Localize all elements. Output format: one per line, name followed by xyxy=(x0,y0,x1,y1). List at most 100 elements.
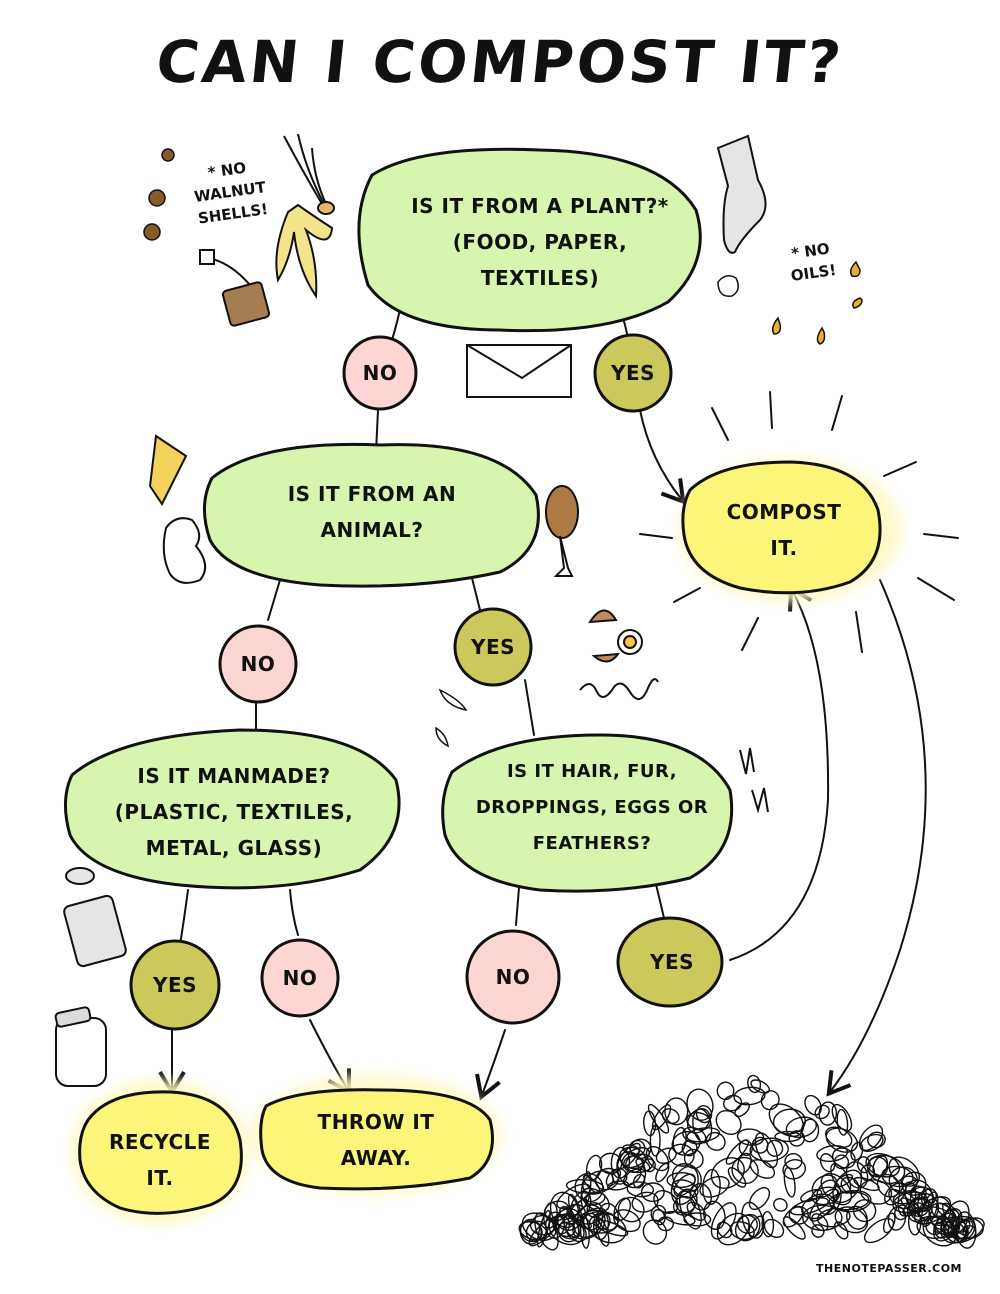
node-throw-shape xyxy=(259,1088,494,1191)
compost-scribble-loop xyxy=(559,1205,576,1226)
compost-scribble-loop xyxy=(825,1127,859,1153)
compost-scribble-loop xyxy=(664,1097,689,1126)
compost-scribble-loop xyxy=(840,1176,860,1194)
compost-scribble-loop xyxy=(705,1131,726,1151)
connector-compost-pile xyxy=(826,579,927,1097)
compost-scribble-loop xyxy=(605,1168,622,1187)
compost-scribble-loop xyxy=(945,1215,984,1240)
compost-scribble-loop xyxy=(682,1126,707,1145)
compost-scribble-loop xyxy=(790,1197,829,1216)
compost-scribble-loop xyxy=(569,1190,592,1222)
compost-scribble-loop xyxy=(582,1212,600,1231)
answer-plant-no-circle xyxy=(342,335,418,411)
compost-scribble-loop xyxy=(939,1216,968,1244)
compost-scribble-loop xyxy=(672,1195,696,1216)
compost-scribble-loop xyxy=(784,1152,803,1170)
compost-scribble-loop xyxy=(802,1204,843,1232)
compost-scribble-loop xyxy=(716,1221,733,1239)
compost-scribble-loop xyxy=(747,1074,762,1094)
compost-scribble-loop xyxy=(666,1171,696,1189)
compost-scribble-loop xyxy=(760,1090,780,1111)
node-animal-shape xyxy=(202,442,540,588)
compost-scribble-loop xyxy=(640,1182,665,1203)
sock-icon xyxy=(716,134,767,254)
connector-yes-hair xyxy=(524,679,535,736)
compost-scribble-loop xyxy=(731,1156,759,1185)
eggshell-icon xyxy=(588,609,643,663)
outcome-compost-line-2: IT. xyxy=(770,536,798,560)
compost-scribble-loop xyxy=(783,1166,796,1198)
compost-scribble-loop xyxy=(642,1219,668,1245)
compost-scribble-loop xyxy=(834,1173,854,1188)
answer-hair-yes: YES xyxy=(649,950,695,974)
compost-scribble-loop xyxy=(814,1104,830,1120)
node-manmade-line-1: IS IT MANMADE? xyxy=(137,764,331,788)
compost-scribble-loop xyxy=(900,1197,922,1214)
compost-scribble-loop xyxy=(863,1218,895,1244)
compost-scribble-loop xyxy=(621,1147,650,1169)
compost-scribble-loop xyxy=(626,1181,655,1198)
node-hair-line-3: FEATHERS? xyxy=(532,833,652,854)
node-plant-line-1: IS IT FROM A PLANT?* xyxy=(411,194,669,218)
note-oils: * NO OILS! xyxy=(786,237,838,287)
connector-no-throw-2 xyxy=(475,1029,506,1101)
compost-scribble-loop xyxy=(882,1212,896,1234)
compost-scribble-loop xyxy=(655,1162,670,1183)
compost-scribble-loop xyxy=(681,1140,698,1157)
outcome-throw: THROW IT AWAY. xyxy=(318,1104,435,1176)
compost-scribble-loop xyxy=(632,1173,646,1189)
node-manmade-line-3: METAL, GLASS) xyxy=(145,836,323,860)
compost-scribble-loop xyxy=(686,1108,711,1134)
compost-scribble-loop xyxy=(888,1156,920,1187)
answer-plant-no: NO xyxy=(362,361,398,385)
page-title: CAN I COMPOST IT? xyxy=(153,28,847,96)
compost-scribble-loop xyxy=(613,1197,631,1222)
oil-drops-icon xyxy=(771,260,863,345)
compost-scribble-loop xyxy=(800,1188,823,1203)
answer-animal-yes-circle xyxy=(453,607,533,687)
outcome-compost-line-1: COMPOST xyxy=(726,500,842,524)
answer-manmade-no: NO xyxy=(282,966,318,990)
walnut-shells-icon xyxy=(143,148,175,241)
answer-manmade-yes: YES xyxy=(152,973,198,997)
node-plant-shape xyxy=(357,147,702,333)
compost-scribble-loop xyxy=(548,1214,585,1246)
connector-yes-compost-loop xyxy=(729,584,830,961)
compost-scribble-loop xyxy=(859,1133,884,1152)
pebble-icon xyxy=(717,275,739,297)
answer-manmade-yes-circle xyxy=(129,939,221,1031)
compost-scribble-loop xyxy=(834,1206,869,1234)
node-manmade-line-2: (PLASTIC, TEXTILES, xyxy=(114,800,354,824)
compost-scribble-loop xyxy=(625,1153,655,1174)
node-manmade-shape xyxy=(64,728,401,890)
compost-scribble-loop xyxy=(788,1130,806,1147)
outcome-recycle-line-2: IT. xyxy=(146,1166,174,1190)
outcome-recycle: RECYCLE IT. xyxy=(109,1124,211,1196)
compost-scribble-loop xyxy=(672,1126,687,1154)
connector-manmade-yes xyxy=(179,889,189,946)
compost-scribble-loop xyxy=(528,1216,559,1247)
connector-animal-no xyxy=(267,579,281,621)
compost-scribble-loop xyxy=(934,1209,961,1239)
compost-scribble-loop xyxy=(536,1209,551,1248)
compost-scribble-loop xyxy=(901,1171,927,1196)
compost-scribble-loop xyxy=(887,1206,907,1231)
compost-scribble-loop xyxy=(629,1139,646,1157)
compost-scribble-loop xyxy=(930,1196,952,1221)
feather-icon xyxy=(435,688,468,748)
outcome-throw-line-2: AWAY. xyxy=(340,1146,412,1170)
compost-scribble-loop xyxy=(815,1179,842,1216)
answer-animal-yes: YES xyxy=(470,635,516,659)
outcome-compost: COMPOST IT. xyxy=(727,494,842,566)
jar-icon xyxy=(54,1006,107,1087)
compost-scribble-loop xyxy=(833,1154,850,1170)
node-hair-shape xyxy=(441,733,734,893)
compost-scribble-loop xyxy=(804,1094,822,1116)
compost-scribble-loop xyxy=(748,1186,771,1211)
node-manmade: IS IT MANMADE? (PLASTIC, TEXTILES, METAL… xyxy=(115,758,353,866)
hair-scribble-icon xyxy=(579,678,769,814)
compost-scribble-loop xyxy=(651,1104,672,1131)
compost-scribble-loop xyxy=(872,1155,889,1177)
compost-scribble-loop xyxy=(860,1164,876,1182)
